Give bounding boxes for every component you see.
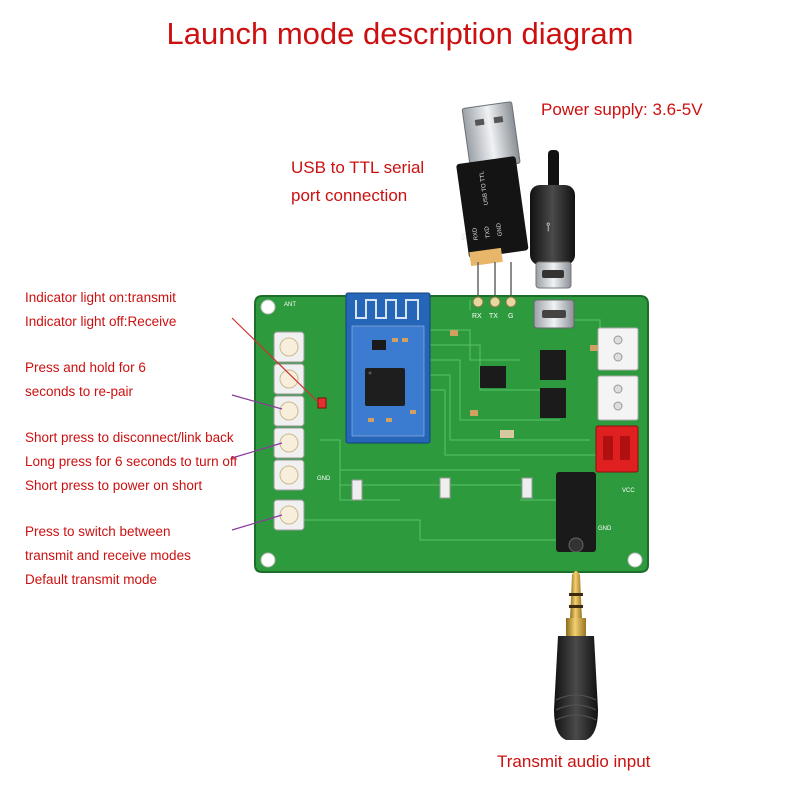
usb-module-pin-rxd: RXD — [472, 227, 480, 241]
cable-wire — [548, 150, 559, 190]
antenna-trace — [355, 299, 419, 320]
gnd-label-left: GND — [317, 476, 331, 482]
red-connector — [595, 425, 639, 473]
button-5-cap — [279, 465, 299, 485]
ic-1 — [480, 366, 506, 388]
micro-usb-slot — [542, 270, 564, 278]
usb-module-header — [469, 247, 503, 267]
plug-sleeve — [566, 618, 586, 636]
usb-ttl-adapter: 5V RXD TXD GND USB TO TTL — [456, 101, 529, 267]
mount-hole-br — [627, 552, 643, 568]
button-6-cap — [279, 505, 299, 525]
button-4-cap — [279, 433, 299, 453]
micro-usb-cable: ⊸ — [530, 150, 575, 289]
usb-plug-hole-2 — [493, 116, 504, 124]
mode-switch-label-line3: Default transmit mode — [25, 572, 158, 587]
bluetooth-module — [345, 292, 431, 444]
mount-hole-bl — [260, 552, 276, 568]
diagram-title: Launch mode description diagram — [166, 16, 634, 51]
annotation-leaders — [231, 317, 319, 531]
indicator-on-label: Indicator light on:transmit — [25, 290, 176, 305]
power-on-label: Short press to power on short — [25, 478, 203, 493]
pin-label-rx: RX — [472, 313, 482, 320]
pin-label-g: G — [508, 313, 513, 320]
leader-power — [231, 442, 283, 459]
pin-label-tx: TX — [489, 313, 498, 320]
usb-module-pin-txd: TXD — [484, 225, 492, 238]
pad-rx — [472, 296, 484, 308]
usb-module-pin-gnd: GND — [496, 222, 504, 237]
repair-label-line2: seconds to re-pair — [25, 384, 134, 399]
white-connector-2 — [597, 375, 639, 421]
leader-mode — [231, 514, 283, 531]
pad-tx — [489, 296, 501, 308]
leader-indicator — [231, 317, 319, 403]
pcb-board: RX TX G ANT VCC GND GND — [254, 292, 649, 573]
usb-symbol-icon: ⊸ — [541, 222, 555, 232]
white-connector-1 — [597, 327, 639, 371]
audio-input-label: Transmit audio input — [497, 752, 651, 771]
ic-2 — [540, 350, 566, 380]
button-2-cap — [279, 369, 299, 389]
button-1-cap — [279, 337, 299, 357]
micro-usb-plug-body — [530, 185, 575, 265]
power-supply-label: Power supply: 3.6-5V — [541, 100, 703, 119]
ant-label: ANT — [284, 302, 296, 308]
indicator-led — [317, 397, 327, 409]
gnd-label-right: GND — [598, 526, 612, 532]
button-3-cap — [279, 401, 299, 421]
indicator-off-label: Indicator light off:Receive — [25, 314, 177, 329]
usb-module-title: USB TO TTL — [479, 170, 490, 206]
usb-module-pin-5v: 5V — [461, 232, 468, 240]
ic-3 — [540, 388, 566, 418]
buttons-column — [273, 331, 305, 531]
usb-ttl-label-line2: port connection — [291, 186, 408, 205]
pad-g — [505, 296, 517, 308]
bt-chip — [365, 368, 405, 406]
mount-hole-tl — [260, 299, 276, 315]
leader-repair — [231, 394, 283, 410]
audio-jack — [556, 472, 596, 552]
usb-module-board — [456, 156, 529, 259]
usb-plug-hole-1 — [474, 118, 485, 126]
mode-switch-label-line1: Press to switch between — [25, 524, 171, 539]
turn-off-label: Long press for 6 seconds to turn off — [25, 454, 238, 469]
vcc-label: VCC — [622, 488, 635, 494]
pcb-traces — [300, 300, 601, 541]
repair-label-line1: Press and hold for 6 — [25, 360, 146, 375]
plug-body — [554, 636, 598, 740]
disconnect-label: Short press to disconnect/link back — [25, 430, 234, 445]
audio-plug — [554, 571, 598, 740]
mode-switch-label-line2: transmit and receive modes — [25, 548, 191, 563]
usb-ttl-label-line1: USB to TTL serial — [291, 158, 425, 177]
